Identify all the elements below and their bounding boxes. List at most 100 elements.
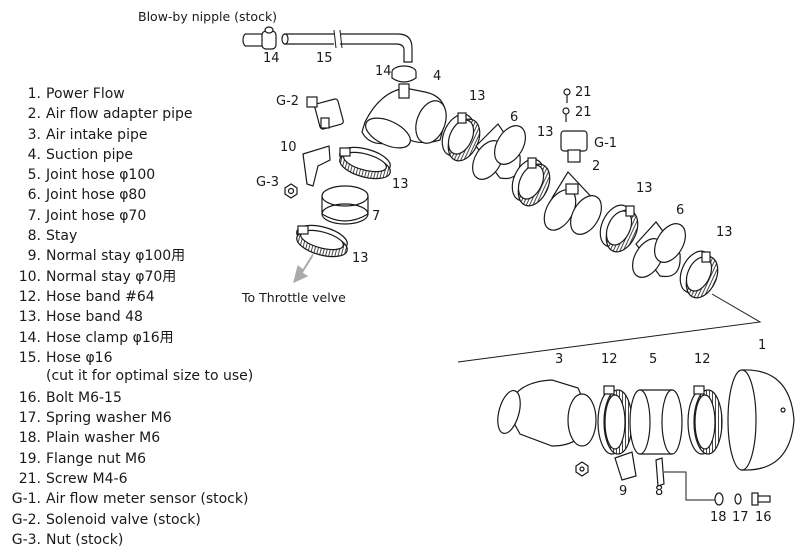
parts-list-item: 21. Screw M4-6 bbox=[0, 469, 270, 489]
parts-list-item: 17.Spring washer M6 bbox=[0, 408, 270, 428]
air-flow-meter-sensor bbox=[560, 130, 588, 163]
parts-list-item: 13.Hose band 48 bbox=[0, 307, 270, 327]
parts-list-item: 2.Air flow adapter pipe bbox=[0, 104, 270, 124]
power-flow-filter bbox=[727, 369, 795, 471]
part-number: 18. bbox=[18, 430, 41, 447]
callout-10: 10 bbox=[280, 140, 297, 155]
parts-list-item: 4. Suction pipe bbox=[0, 145, 270, 165]
callout-g3: G-3 bbox=[256, 175, 279, 190]
callout-2: 2 bbox=[592, 159, 600, 174]
stay-8 bbox=[655, 457, 665, 487]
callout-9: 9 bbox=[619, 484, 627, 499]
joint-hose-7 bbox=[321, 185, 369, 225]
normal-stay-9 bbox=[614, 451, 637, 481]
part-number: 6. bbox=[27, 187, 41, 204]
part-number: 3. bbox=[27, 126, 41, 143]
part-name: Spring washer M6 bbox=[46, 410, 172, 427]
parts-list-item: 16. Bolt M6-15 bbox=[0, 388, 270, 408]
part-number: 14. bbox=[18, 329, 41, 346]
callout-18: 18 bbox=[710, 510, 727, 525]
part-name: Hose φ16 bbox=[46, 349, 113, 366]
part-number: 19. bbox=[18, 450, 41, 467]
part-name: Joint hose φ100 bbox=[46, 167, 156, 184]
air-flow-adapter-pipe bbox=[543, 171, 602, 235]
callout-14: 14 bbox=[263, 51, 280, 66]
callout-6: 6 bbox=[676, 203, 684, 218]
parts-list-item: 14. Hose clamp φ16用 bbox=[0, 328, 270, 348]
callout-15: 15 bbox=[316, 51, 333, 66]
part-number: 12. bbox=[18, 288, 41, 305]
part-number: G-1. bbox=[11, 491, 41, 508]
part-name: Hose clamp φ16用 bbox=[46, 329, 174, 346]
part-name: Air flow meter sensor (stock) bbox=[46, 491, 249, 508]
callout-13: 13 bbox=[352, 251, 369, 266]
blowby-nipple bbox=[242, 33, 262, 47]
callout-13: 13 bbox=[537, 125, 554, 140]
leader-line bbox=[664, 471, 716, 501]
part-name: Nut (stock) bbox=[46, 531, 124, 548]
part-number: 10. bbox=[18, 268, 41, 285]
normal-stay-10 bbox=[302, 145, 331, 187]
parts-list-item: G-3. Nut (stock) bbox=[0, 530, 270, 550]
callout-3: 3 bbox=[555, 352, 563, 367]
callout-12: 12 bbox=[694, 352, 711, 367]
part-number: 4. bbox=[27, 146, 41, 163]
callout-14: 14 bbox=[375, 64, 392, 79]
hose-band-13 bbox=[599, 204, 639, 253]
callout-16: 16 bbox=[755, 510, 772, 525]
callout-1: 1 bbox=[758, 338, 766, 353]
part-number: 8. bbox=[27, 228, 41, 245]
part-number: 9. bbox=[27, 248, 41, 265]
part-number: 15. bbox=[18, 349, 41, 366]
callout-17: 17 bbox=[732, 510, 749, 525]
part-name: Plain washer M6 bbox=[46, 430, 161, 447]
callout-8: 8 bbox=[655, 484, 663, 499]
part-number: 13. bbox=[18, 309, 41, 326]
bolt-16 bbox=[751, 492, 771, 506]
throttle-arrow bbox=[293, 253, 314, 284]
part-number: 21. bbox=[18, 471, 41, 488]
solenoid-valve bbox=[306, 96, 344, 130]
parts-list-item: G-2.Solenoid valve (stock) bbox=[0, 510, 270, 530]
joint-hose-6 bbox=[472, 123, 526, 180]
part-name: Normal stay φ70用 bbox=[46, 268, 177, 285]
part-name: Normal stay φ100用 bbox=[46, 248, 186, 265]
part-name: Flange nut M6 bbox=[46, 450, 147, 467]
parts-list-item: 9. Normal stay φ100用 bbox=[0, 246, 270, 266]
parts-list-item: 18. Plain washer M6 bbox=[0, 428, 270, 448]
part-number: 2. bbox=[27, 106, 41, 123]
parts-list-item: 19. Flange nut M6 bbox=[0, 449, 270, 469]
hose-band-13 bbox=[441, 112, 481, 162]
hose-band-13 bbox=[339, 146, 391, 180]
hose-15 bbox=[284, 33, 413, 63]
throttle-caption: To Throttle velve bbox=[241, 290, 346, 305]
callout-g2: G-2 bbox=[276, 94, 299, 109]
part-number: 7. bbox=[27, 207, 41, 224]
screw-21 bbox=[562, 88, 571, 122]
suction-pipe bbox=[361, 83, 447, 149]
part-name: Joint hose φ70 bbox=[46, 207, 147, 224]
joint-hose-5 bbox=[629, 389, 683, 455]
hose-band-13 bbox=[679, 250, 719, 299]
hose-clamp-14-elbow bbox=[391, 65, 417, 83]
part-name: Stay bbox=[46, 228, 78, 245]
callout-g1: G-1 bbox=[594, 136, 617, 151]
part-name: Screw M4-6 bbox=[46, 471, 128, 488]
callout-4: 4 bbox=[433, 69, 441, 84]
hose-band-13 bbox=[296, 224, 348, 258]
part-name: Suction pipe bbox=[46, 146, 134, 163]
callout-13: 13 bbox=[469, 89, 486, 104]
part-name: Bolt M6-15 bbox=[46, 389, 122, 406]
plain-washer bbox=[714, 492, 724, 506]
parts-list-item: 5.Joint hose φ100 bbox=[0, 165, 270, 185]
callout-7: 7 bbox=[372, 209, 380, 224]
part-number: G-2. bbox=[11, 511, 41, 528]
parts-list-item: 12.Hose band #64 bbox=[0, 287, 270, 307]
hose-band-12 bbox=[687, 385, 723, 455]
part-number: G-3. bbox=[11, 531, 41, 548]
part-number: 1. bbox=[27, 86, 41, 102]
callout-6: 6 bbox=[510, 110, 518, 125]
part-number: 16. bbox=[18, 389, 41, 406]
part-note: (cut it for optimal size to use) bbox=[46, 367, 254, 384]
